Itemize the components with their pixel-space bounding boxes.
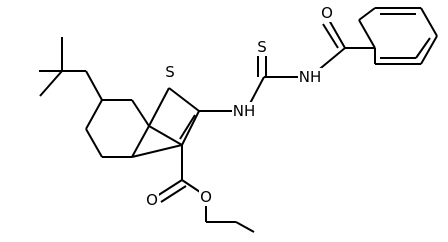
bond (179, 114, 196, 140)
thiophene-ring (131, 87, 246, 158)
bond (160, 185, 187, 203)
nh-right-label: NH (299, 68, 322, 86)
thioamide-chain (245, 19, 375, 112)
bond (85, 70, 103, 101)
bond (39, 70, 63, 97)
bond (85, 128, 103, 158)
bond (328, 19, 346, 49)
bond (358, 7, 376, 21)
benzoyl-oxygen-label: O (321, 4, 333, 22)
bond (415, 37, 431, 59)
bond (85, 99, 103, 130)
atom-labels: S NH S NH O O O (145, 4, 334, 209)
bond (156, 179, 183, 197)
bond (168, 87, 200, 112)
bond (235, 221, 255, 233)
bond (131, 125, 150, 158)
bond (322, 23, 339, 49)
bond (148, 125, 183, 146)
carbonyl-oxygen-label: O (146, 191, 158, 209)
bond (358, 19, 376, 49)
bond (420, 7, 438, 37)
cyclohexene-ring (85, 99, 150, 158)
bond (148, 87, 170, 127)
bond (420, 35, 438, 65)
phenyl-ring (358, 7, 438, 65)
bond (131, 144, 183, 158)
bond (181, 110, 200, 146)
bond (131, 99, 150, 127)
thio-sulfur-label: S (257, 38, 267, 56)
nh-left-label: NH (233, 102, 256, 120)
ring-sulfur-label: S (165, 63, 175, 81)
tert-butyl-group (39, 37, 103, 101)
ester-oxygen-label: O (200, 188, 212, 206)
